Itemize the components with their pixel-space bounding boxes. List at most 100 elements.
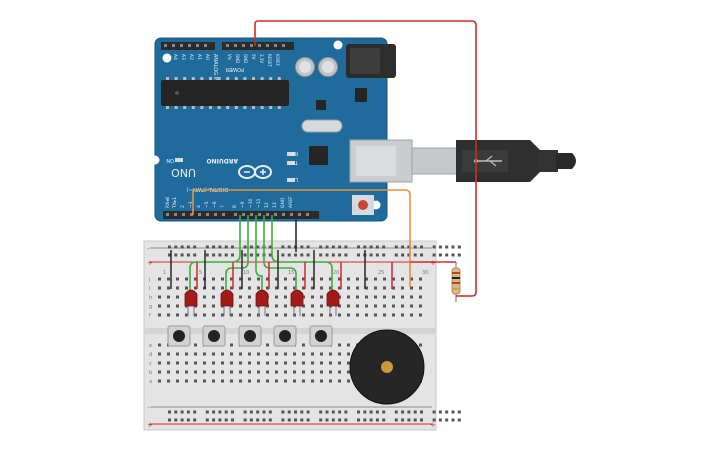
breadboard-hole[interactable]: [168, 253, 171, 257]
breadboard-hole[interactable]: [193, 418, 197, 422]
wire-green-led5[interactable]: [271, 215, 333, 296]
breadboard-hole[interactable]: [230, 361, 233, 365]
breadboard-hole[interactable]: [338, 277, 341, 281]
breadboard-hole[interactable]: [374, 295, 377, 299]
breadboard-hole[interactable]: [383, 286, 386, 290]
breadboard-hole[interactable]: [357, 245, 360, 249]
led-3[interactable]: [255, 289, 269, 316]
breadboard-hole[interactable]: [338, 352, 341, 356]
breadboard-hole[interactable]: [420, 253, 423, 257]
breadboard-hole[interactable]: [419, 286, 422, 290]
breadboard-hole[interactable]: [167, 361, 170, 365]
breadboard-hole[interactable]: [176, 277, 179, 281]
header-pin[interactable]: [226, 44, 229, 47]
arduino-uno-board[interactable]: A5 A4 A3 A2 A1 A0 ANALOG IN Vin GND GND …: [150, 37, 413, 222]
breadboard-hole[interactable]: [419, 304, 422, 308]
breadboard-hole[interactable]: [239, 352, 242, 356]
breadboard-hole[interactable]: [302, 352, 305, 356]
reset-button-cap[interactable]: [358, 200, 368, 210]
breadboard-hole[interactable]: [302, 286, 305, 290]
breadboard-hole[interactable]: [410, 313, 413, 317]
breadboard-hole[interactable]: [248, 286, 251, 290]
breadboard-hole[interactable]: [445, 418, 449, 422]
breadboard-hole[interactable]: [357, 253, 360, 257]
breadboard-hole[interactable]: [256, 418, 260, 422]
breadboard-hole[interactable]: [174, 410, 178, 414]
breadboard-hole[interactable]: [293, 361, 296, 365]
breadboard-hole[interactable]: [438, 253, 442, 257]
wire-5v-red[interactable]: [254, 20, 477, 297]
breadboard-hole[interactable]: [203, 304, 206, 308]
breadboard-hole[interactable]: [420, 410, 423, 414]
breadboard-hole[interactable]: [230, 379, 233, 383]
breadboard-hole[interactable]: [382, 410, 386, 414]
breadboard-hole[interactable]: [383, 295, 386, 299]
breadboard-hole[interactable]: [410, 286, 413, 290]
breadboard-hole[interactable]: [365, 313, 368, 317]
breadboard-hole[interactable]: [320, 379, 323, 383]
breadboard-hole[interactable]: [451, 245, 455, 249]
breadboard-hole[interactable]: [281, 245, 285, 249]
wires[interactable]: [189, 20, 477, 297]
breadboard-hole[interactable]: [401, 295, 404, 299]
led-4[interactable]: [290, 289, 304, 316]
breadboard-hole[interactable]: [320, 304, 323, 308]
breadboard-hole[interactable]: [176, 313, 179, 317]
breadboard-hole[interactable]: [302, 361, 305, 365]
breadboard-hole[interactable]: [413, 245, 417, 249]
wire-green-led4[interactable]: [263, 215, 297, 296]
breadboard-hole[interactable]: [257, 352, 260, 356]
breadboard-hole[interactable]: [275, 370, 278, 374]
breadboard-hole[interactable]: [212, 295, 215, 299]
breadboard-hole[interactable]: [203, 352, 206, 356]
breadboard-hole[interactable]: [329, 352, 332, 356]
breadboard-hole[interactable]: [158, 313, 161, 317]
breadboard-hole[interactable]: [158, 277, 161, 281]
breadboard-hole[interactable]: [257, 277, 260, 281]
header-pin[interactable]: [198, 213, 201, 216]
breadboard-hole[interactable]: [410, 304, 413, 308]
breadboard-hole[interactable]: [186, 418, 190, 422]
breadboard-hole[interactable]: [224, 418, 228, 422]
breadboard-hole[interactable]: [268, 410, 272, 414]
breadboard-hole[interactable]: [230, 286, 233, 290]
breadboard-hole[interactable]: [419, 343, 422, 347]
breadboard-hole[interactable]: [300, 253, 304, 257]
breadboard-hole[interactable]: [185, 313, 188, 317]
breadboard-hole[interactable]: [231, 245, 234, 249]
breadboard-hole[interactable]: [221, 286, 224, 290]
breadboard-hole[interactable]: [302, 295, 305, 299]
breadboard-hole[interactable]: [221, 277, 224, 281]
breadboard-hole[interactable]: [356, 313, 359, 317]
breadboard-hole[interactable]: [185, 286, 188, 290]
breadboard-hole[interactable]: [230, 277, 233, 281]
breadboard-hole[interactable]: [311, 286, 314, 290]
breadboard-hole[interactable]: [205, 410, 209, 414]
breadboard-hole[interactable]: [438, 418, 442, 422]
breadboard-hole[interactable]: [221, 352, 224, 356]
breadboard-hole[interactable]: [230, 313, 233, 317]
breadboard-hole[interactable]: [203, 361, 206, 365]
breadboard-hole[interactable]: [392, 295, 395, 299]
led-2[interactable]: [220, 289, 234, 316]
breadboard-hole[interactable]: [294, 253, 297, 257]
breadboard-hole[interactable]: [300, 418, 304, 422]
breadboard-hole[interactable]: [180, 418, 184, 422]
breadboard-hole[interactable]: [338, 304, 341, 308]
breadboard-hole[interactable]: [212, 245, 216, 249]
breadboard-hole[interactable]: [194, 379, 197, 383]
header-pin[interactable]: [290, 213, 293, 216]
breadboard-hole[interactable]: [158, 361, 161, 365]
breadboard-hole[interactable]: [212, 379, 215, 383]
breadboard-hole[interactable]: [306, 418, 310, 422]
breadboard-hole[interactable]: [432, 410, 436, 414]
breadboard-hole[interactable]: [243, 410, 247, 414]
breadboard-hole[interactable]: [212, 286, 215, 290]
breadboard-hole[interactable]: [347, 343, 350, 347]
header-pin[interactable]: [190, 213, 193, 216]
breadboard-hole[interactable]: [401, 253, 405, 257]
breadboard-hole[interactable]: [382, 245, 386, 249]
breadboard-hole[interactable]: [275, 286, 278, 290]
breadboard-hole[interactable]: [319, 410, 323, 414]
breadboard-hole[interactable]: [410, 277, 413, 281]
